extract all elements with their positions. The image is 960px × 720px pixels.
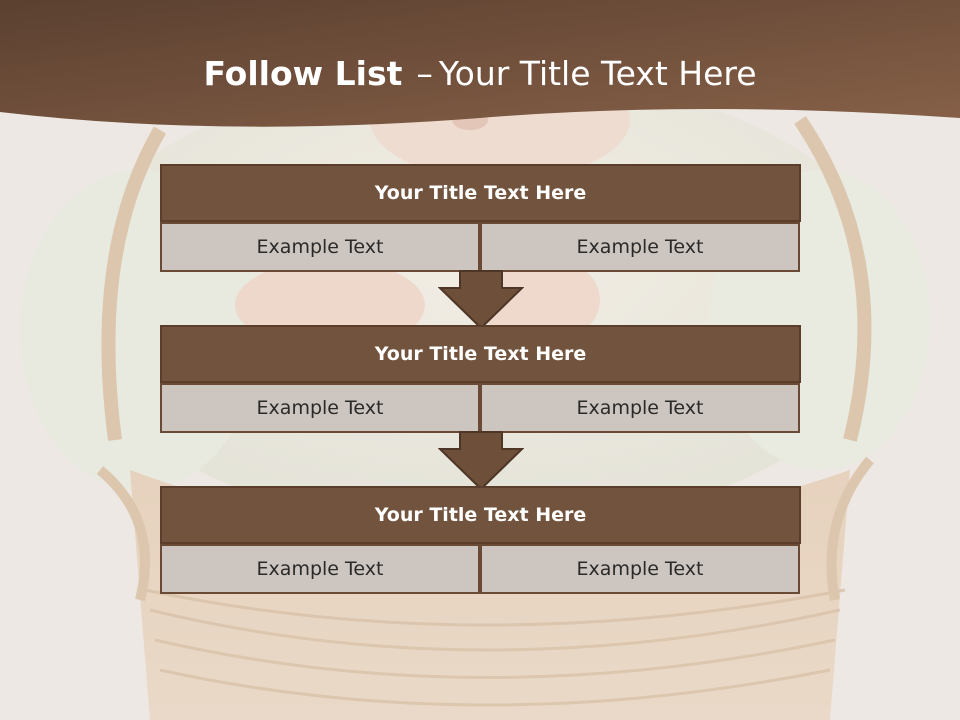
flow-step-1: Your Title Text Here Example Text Exampl… [160,164,801,272]
title-bold: Follow List [203,54,403,93]
step-right-cell: Example Text [480,222,800,272]
title-separator: – [416,54,433,93]
title-rest: Your Title Text Here [438,54,757,93]
step-left-cell: Example Text [160,383,480,433]
down-arrow-icon [438,270,524,330]
step-right-cell: Example Text [480,544,800,594]
step-left-cell: Example Text [160,222,480,272]
step-title: Your Title Text Here [160,164,801,222]
step-right-cell: Example Text [480,383,800,433]
step-title: Your Title Text Here [160,486,801,544]
down-arrow-icon [438,431,524,491]
flow-step-3: Your Title Text Here Example Text Exampl… [160,486,801,594]
flow-step-2: Your Title Text Here Example Text Exampl… [160,325,801,433]
step-left-cell: Example Text [160,544,480,594]
slide-title: Follow List–Your Title Text Here [0,52,960,96]
step-title: Your Title Text Here [160,325,801,383]
